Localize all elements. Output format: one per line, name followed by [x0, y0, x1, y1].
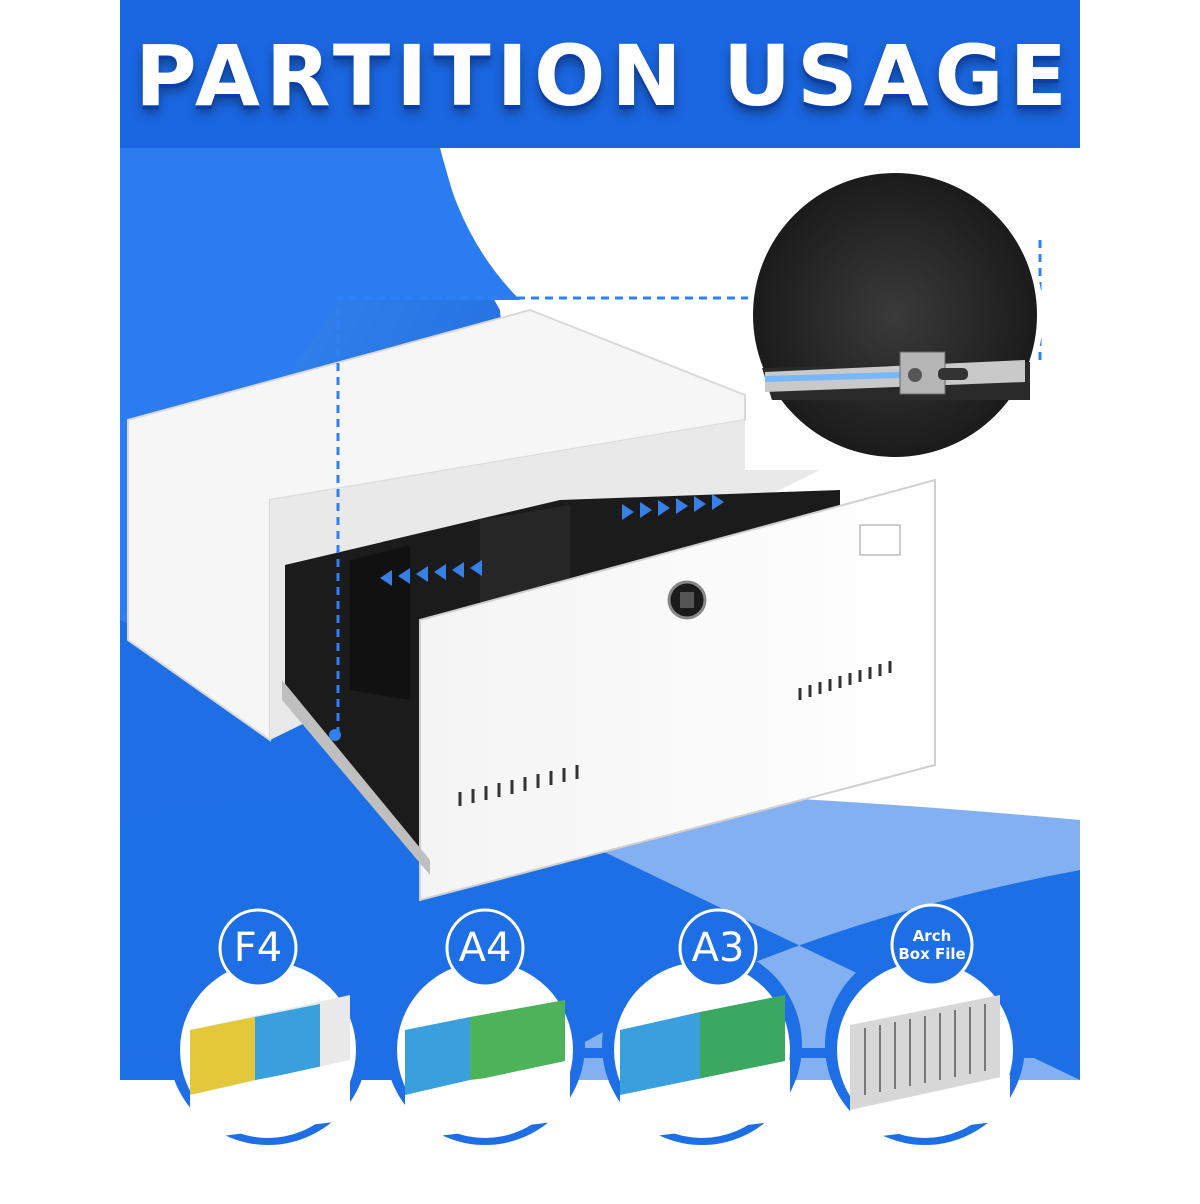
option-a3: [602, 945, 802, 1145]
option-label-arch-line2: Box File: [898, 945, 966, 963]
option-f4: [168, 945, 368, 1145]
option-label-a4: A4: [458, 925, 512, 971]
option-label-f4: F4: [233, 925, 283, 971]
drawer-front: [419, 478, 936, 902]
drawer-slide-rail: [747, 167, 1043, 463]
option-arch-box-file: [825, 945, 1025, 1145]
direction-arrows: [380, 494, 724, 586]
banner-background: [120, 0, 1080, 148]
option-label-a3: A3: [691, 925, 745, 971]
option-label-arch-line1: Arch: [912, 927, 952, 945]
option-a4: [385, 945, 585, 1145]
keypad-lock-icon: [667, 580, 707, 620]
vents-left: [458, 765, 579, 806]
option-label-arch-box-file: Arch Box File: [892, 905, 972, 985]
page-title: PARTITION USAGE: [135, 27, 1073, 125]
vents-right: [798, 661, 892, 700]
